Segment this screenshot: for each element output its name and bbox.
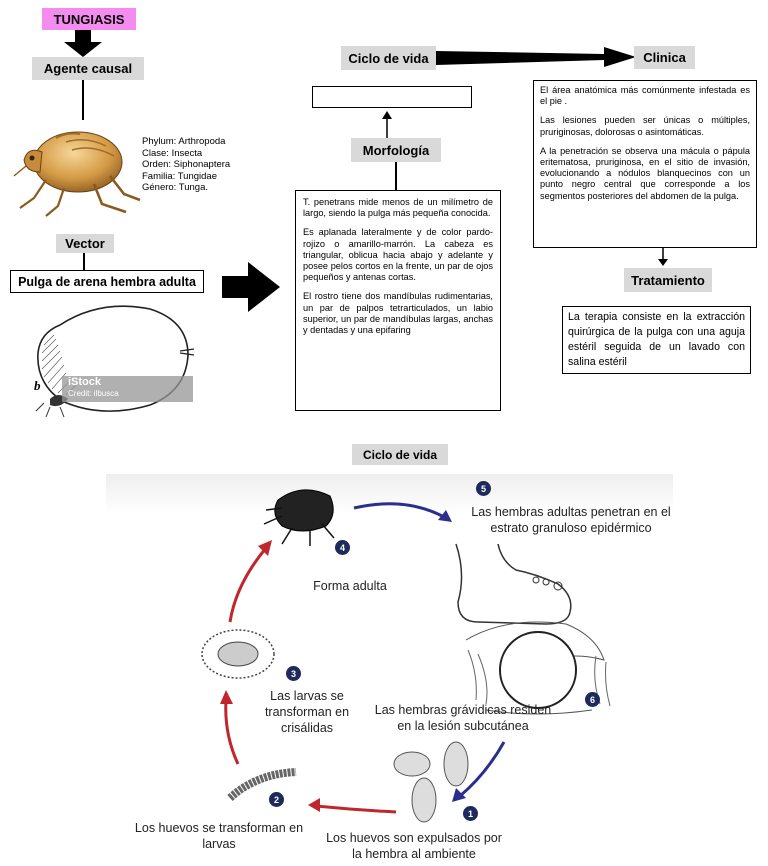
step-2-text: Los huevos se transforman en larvas (134, 821, 304, 851)
morfologia-paragraph: Es aplanada lateralmente y de color pard… (303, 227, 493, 283)
flea-illustration (13, 131, 141, 217)
step-3-text: Las larvas se transforman en crisálidas (264, 689, 350, 735)
lesion-icon (465, 621, 611, 715)
blue-arrow-icon (459, 741, 506, 798)
long-right-arrow-icon (436, 47, 636, 67)
step-number-badge: 1 (463, 806, 478, 821)
clinica-label: Clinica (634, 46, 695, 69)
taxonomy-phylum: Phylum: Arthropoda (142, 136, 226, 147)
istock-credit: Credit: ilbusca (68, 389, 119, 398)
step-number-badge: 5 (476, 481, 491, 496)
life-cycle-diagram: 4 5 6 1 2 3 Forma adulta Las hembras adu… (106, 474, 673, 866)
morfologia-label: Morfología (351, 138, 441, 162)
tungiasis-title: TUNGIASIS (42, 8, 136, 30)
istock-watermark: iStock Credit: ilbusca (62, 376, 193, 402)
up-arrow-icon (382, 111, 392, 141)
step-number-badge: 6 (585, 692, 600, 707)
tratamiento-text: Tratamiento (631, 272, 705, 288)
pulga-label-text: Pulga de arena hembra adulta (18, 274, 196, 289)
ciclo-de-vida-label: Ciclo de vida (341, 46, 436, 70)
taxonomy-list: Phylum: Arthropoda Clase: Insecta Orden:… (142, 136, 230, 194)
step-number-badge: 2 (269, 792, 284, 807)
connector-line (82, 80, 84, 120)
connector-line (83, 253, 85, 270)
eggs-icon (393, 741, 469, 823)
down-arrow-icon (64, 30, 102, 57)
red-arrow-icon (315, 804, 397, 814)
step-6-text: Las hembras grávidicas residen en la les… (374, 703, 552, 733)
ciclo-de-vida-text: Ciclo de vida (348, 50, 429, 66)
down-arrow-icon (658, 248, 668, 266)
blue-arrow-icon (353, 502, 447, 520)
tungiasis-title-text: TUNGIASIS (53, 11, 125, 27)
cocoon-icon (201, 629, 275, 679)
tratamiento-label: Tratamiento (624, 268, 712, 292)
red-arrow-icon (224, 699, 240, 765)
clinica-text: Clinica (643, 50, 686, 65)
step-1-text: Los huevos son expulsados por la hembra … (326, 831, 502, 861)
taxonomy-clase: Clase: Insecta (142, 147, 203, 159)
figure-letter: b (34, 378, 41, 393)
morfologia-paragraph: T. penetrans mide menos de un milímetro … (303, 197, 493, 219)
clinica-paragraph: El área anatómica más comúnmente infesta… (540, 85, 750, 107)
cycle-artwork (201, 489, 611, 823)
agente-causal-text: Agente causal (43, 61, 133, 76)
taxonomy-orden: Orden: Siphonaptera (142, 159, 231, 171)
clinica-description: El área anatómica más comúnmente infesta… (533, 80, 757, 248)
right-arrow-icon (222, 262, 280, 312)
taxonomy-genero: Género: Tunga. (142, 182, 209, 194)
ciclo-de-vida-title-text: Ciclo de vida (362, 447, 438, 462)
morfologia-text: Morfología (362, 142, 430, 158)
pulga-label-box: Pulga de arena hembra adulta (10, 270, 204, 293)
tratamiento-text-body: La terapia consiste en la extracción qui… (568, 311, 745, 368)
vector-text: Vector (65, 236, 105, 251)
agente-causal-label: Agente causal (32, 57, 144, 80)
step-4-text: Forma adulta (313, 579, 387, 593)
morfologia-paragraph: El rostro tiene dos mandíbulas rudimenta… (303, 291, 493, 336)
step-number-badge: 3 (286, 666, 301, 681)
step-number-badge: 4 (335, 540, 350, 555)
foot-icon (455, 543, 572, 625)
istock-text: iStock (68, 376, 102, 388)
vector-label: Vector (56, 234, 114, 253)
connector-line (395, 162, 397, 190)
tratamiento-description: La terapia consiste en la extracción qui… (562, 306, 751, 374)
empty-box (312, 86, 472, 108)
larva-icon (227, 768, 297, 801)
morfologia-description: T. penetrans mide menos de un milímetro … (295, 190, 501, 411)
step-5-text: Las hembras adultas penetran en el estra… (471, 505, 671, 535)
taxonomy-familia: Familia: Tungidae (142, 170, 217, 182)
ciclo-de-vida-title: Ciclo de vida (352, 444, 448, 465)
clinica-paragraph: A la penetración se observa una mácula o… (540, 145, 750, 201)
red-arrow-icon (228, 547, 268, 623)
clinica-paragraph: Las lesiones pueden ser únicas o múltipl… (540, 115, 750, 137)
adult-flea-icon (263, 489, 335, 546)
